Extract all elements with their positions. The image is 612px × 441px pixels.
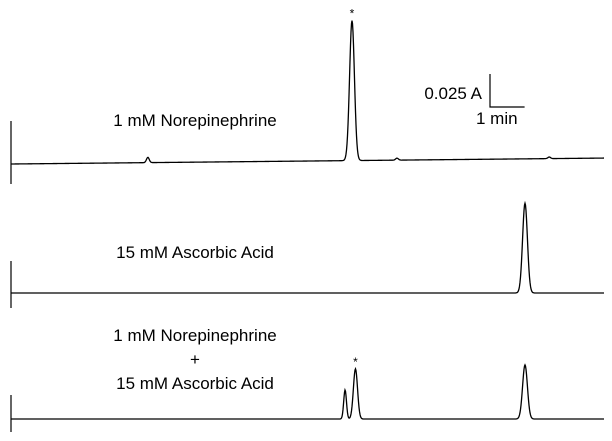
panel-norepinephrine: 1 mM Norepinephrine * xyxy=(10,7,604,184)
scale-bar-lines xyxy=(489,74,525,108)
panel-label-line: 15 mM Ascorbic Acid xyxy=(116,374,274,393)
panel-label-line: 1 mM Norepinephrine xyxy=(113,111,276,130)
scale-bar-time-label: 1 min xyxy=(476,109,518,128)
panel-ascorbic-acid: 15 mM Ascorbic Acid xyxy=(10,200,604,308)
scale-bar: 0.025 A 1 min xyxy=(424,74,525,128)
peak-marker: * xyxy=(353,355,358,369)
panel-label-line: 15 mM Ascorbic Acid xyxy=(116,243,274,262)
peak-marker: * xyxy=(350,7,355,21)
chromatogram-trace xyxy=(11,20,604,165)
panel-mixture: 1 mM Norepinephrine + 15 mM Ascorbic Aci… xyxy=(10,326,604,432)
scale-bar-absorbance-label: 0.025 A xyxy=(424,84,482,103)
panel-label-line: + xyxy=(190,350,200,369)
chromatogram-trace xyxy=(11,200,604,294)
chromatogram-trace xyxy=(11,363,604,420)
panel-label-line: 1 mM Norepinephrine xyxy=(113,326,276,345)
